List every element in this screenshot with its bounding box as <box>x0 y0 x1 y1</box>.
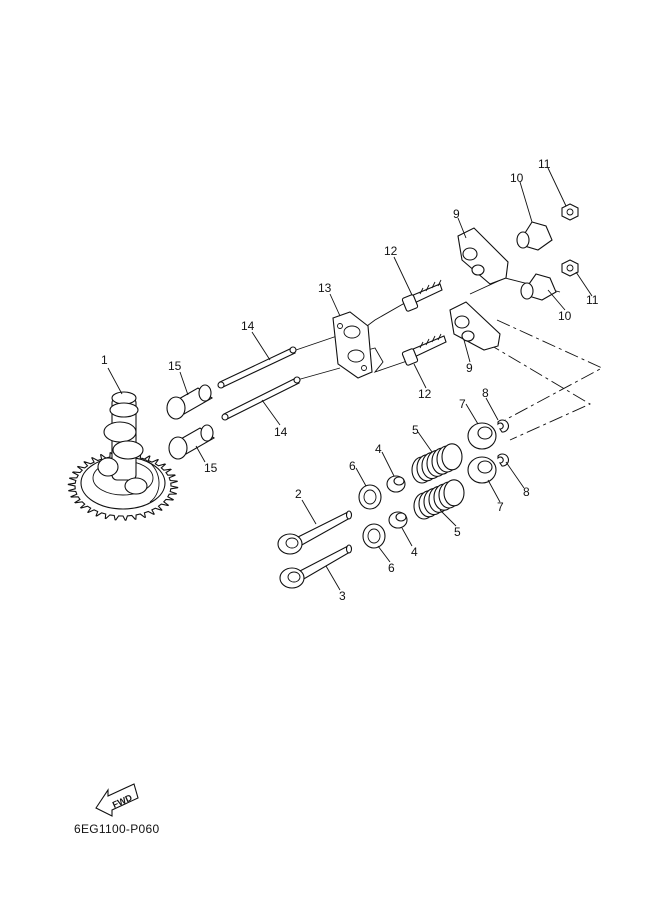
spring-retainer-upper <box>467 422 497 450</box>
push-rod-lower <box>221 376 301 421</box>
callout-6b: 6 <box>388 561 395 575</box>
lock-nut-upper <box>561 203 579 221</box>
spring-coil <box>443 479 465 507</box>
valve-spring-upper <box>411 443 463 484</box>
valve-cotter-lower <box>497 453 509 467</box>
rocker-arm-lower <box>449 301 501 351</box>
valve-spring-lower <box>413 479 465 520</box>
callout-4a: 4 <box>375 442 382 456</box>
callout-8a: 8 <box>482 386 489 400</box>
callout-12b: 12 <box>418 387 432 401</box>
valve-lifter-upper <box>166 384 214 420</box>
callout-7b: 7 <box>497 500 504 514</box>
valve-cotter-upper <box>497 419 509 433</box>
callout-9a: 9 <box>453 207 460 221</box>
callout-11a: 11 <box>538 157 551 171</box>
callout-14b: 14 <box>274 425 288 439</box>
spring-seat-upper <box>358 484 382 510</box>
callout-1: 1 <box>101 353 108 367</box>
callout-15a: 15 <box>168 359 182 373</box>
callout-9b: 9 <box>466 361 473 375</box>
valve-lifter-lower <box>168 424 216 460</box>
callout-6a: 6 <box>349 459 356 473</box>
push-rod-upper <box>217 346 297 389</box>
callout-10b: 10 <box>558 309 572 323</box>
callout-3: 3 <box>339 589 346 603</box>
callout-15b: 15 <box>204 461 218 475</box>
intake-valve <box>277 510 353 555</box>
callout-numbers: 1 2 3 4 4 5 5 6 6 7 7 8 8 9 9 10 10 11 1… <box>101 157 599 603</box>
valve-stem-seal-lower <box>388 511 408 529</box>
camshaft-gear <box>67 391 179 521</box>
forward-arrow-icon: FWD <box>95 783 139 817</box>
callout-leaders <box>107 167 593 591</box>
callout-13: 13 <box>318 281 332 295</box>
callout-12a: 12 <box>384 244 398 258</box>
spring-coil <box>441 443 463 471</box>
rocker-pivot-upper <box>516 221 553 251</box>
callout-7a: 7 <box>459 397 466 411</box>
valve-stem-seal-upper <box>386 475 406 493</box>
callout-8b: 8 <box>523 485 530 499</box>
callout-11b: 11 <box>586 293 599 307</box>
rocker-stud-lower <box>401 333 447 366</box>
callout-4b: 4 <box>411 545 418 559</box>
rocker-stud-upper <box>401 279 443 312</box>
callout-10a: 10 <box>510 171 524 185</box>
callout-5b: 5 <box>454 525 461 539</box>
figure-code: 6EG1100-P060 <box>74 822 160 836</box>
callout-2: 2 <box>295 487 302 501</box>
lock-nut-lower <box>561 259 579 277</box>
exhaust-valve <box>279 544 353 589</box>
rocker-pivot-lower <box>520 273 557 301</box>
spring-retainer-lower <box>467 456 497 484</box>
callout-5a: 5 <box>412 423 419 437</box>
push-rod-guide-plate <box>332 311 373 379</box>
spring-seat-lower <box>362 523 386 549</box>
callout-14a: 14 <box>241 319 255 333</box>
rocker-arm-upper <box>457 227 509 285</box>
